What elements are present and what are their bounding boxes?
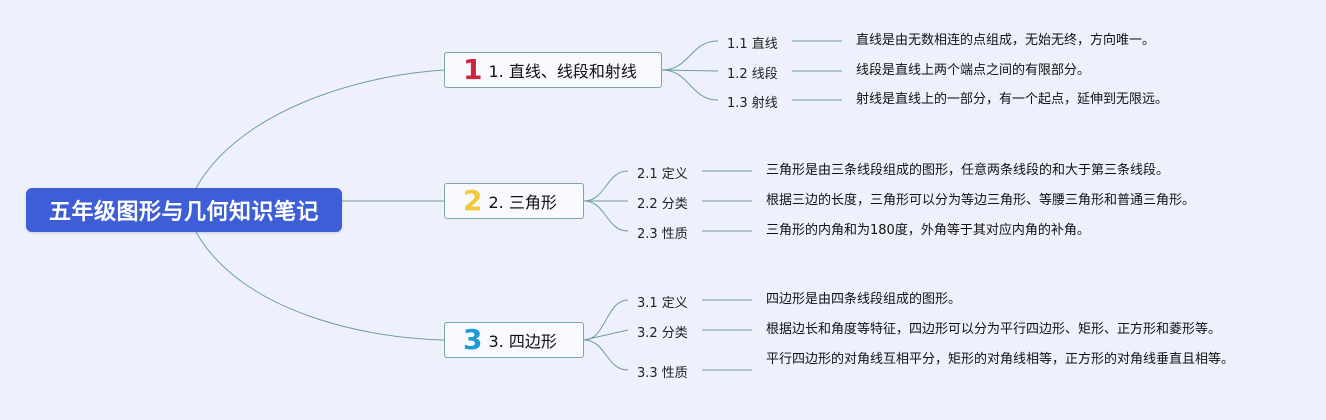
topic-1-branch-2-line (661, 69, 719, 72)
subtopic-1-1[interactable]: 1.1 直线 (727, 37, 778, 52)
topic-3-branch-1-line (583, 299, 629, 341)
description-3-3: 平行四边形的对角线互相平分，矩形的对角线相等，正方形的对角线垂直且相等。 (766, 352, 1235, 367)
number-3-icon: 3 (463, 323, 483, 356)
topic-label: 1. 直线、线段和射线 (488, 62, 637, 81)
description-2-1: 三角形是由三条线段组成的图形，任意两条线段的和大于第三条线段。 (766, 163, 1170, 178)
subtopic-2-3[interactable]: 2.3 性质 (637, 227, 688, 242)
topic-3-branch-3-line (583, 339, 629, 371)
topic-node-3[interactable]: 3 3. 四边形 (444, 322, 584, 358)
topic-label: 3. 四边形 (488, 332, 557, 351)
topic-2-branch-1-line (583, 170, 629, 202)
subtopic-3-2[interactable]: 3.2 分类 (637, 326, 688, 341)
subtopic-3-3[interactable]: 3.3 性质 (637, 366, 688, 381)
topic-label: 2. 三角形 (488, 193, 557, 212)
number-2-icon: 2 (463, 184, 483, 217)
description-1-1: 直线是由无数相连的点组成，无始无终，方向唯一。 (856, 33, 1156, 48)
topic-2-branch-3-line (583, 200, 629, 232)
description-3-1: 四边形是由四条线段组成的图形。 (766, 292, 962, 307)
subtopic-3-1[interactable]: 3.1 定义 (637, 296, 688, 311)
topic-1-branch-3-line (661, 69, 719, 101)
topic-node-1[interactable]: 1 1. 直线、线段和射线 (444, 52, 662, 88)
root-node[interactable]: 五年级图形与几何知识笔记 (26, 188, 342, 232)
description-3-2: 根据边长和角度等特征，四边形可以分为平行四边形、矩形、正方形和菱形等。 (766, 322, 1222, 337)
subtopic-2-1[interactable]: 2.1 定义 (637, 167, 688, 182)
topic-node-2[interactable]: 2 2. 三角形 (444, 183, 584, 219)
description-2-3: 三角形的内角和为180度，外角等于其对应内角的补角。 (766, 223, 1090, 238)
description-1-2: 线段是直线上两个端点之间的有限部分。 (856, 63, 1091, 78)
root-to-topic-1-line (195, 69, 445, 189)
root-title: 五年级图形与几何知识笔记 (48, 200, 319, 225)
subtopic-1-3[interactable]: 1.3 射线 (727, 96, 778, 111)
topic-1-branch-1-line (661, 40, 719, 71)
number-1-icon: 1 (463, 53, 483, 86)
root-to-topic-3-line (195, 231, 445, 341)
subtopic-2-2[interactable]: 2.2 分类 (637, 197, 688, 212)
description-1-3: 射线是直线上的一部分，有一个起点，延伸到无限远。 (856, 92, 1169, 107)
topic-3-branch-2-line (583, 329, 629, 341)
description-2-2: 根据三边的长度，三角形可以分为等边三角形、等腰三角形和普通三角形。 (766, 193, 1196, 208)
subtopic-1-2[interactable]: 1.2 线段 (727, 67, 778, 82)
